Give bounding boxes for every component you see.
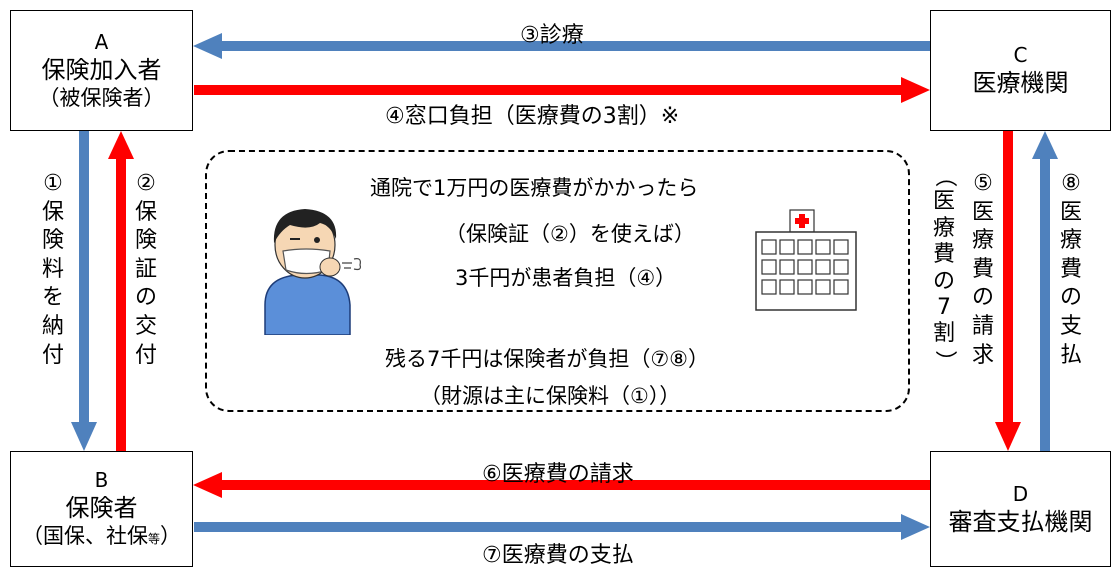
label-5b-char: 割 bbox=[932, 321, 955, 347]
node-b-letter: B bbox=[94, 468, 109, 493]
node-c-letter: C bbox=[1013, 43, 1028, 67]
label-5-char: の bbox=[971, 285, 994, 311]
label-1-char: を bbox=[41, 285, 64, 311]
node-b-sub-end: ） bbox=[160, 524, 181, 549]
arrow-6-claim bbox=[193, 472, 930, 498]
explanation-box bbox=[205, 150, 910, 412]
label-5-char: 求 bbox=[971, 342, 994, 368]
arrow-7-payment bbox=[194, 514, 930, 540]
label-4: ④窓口負担（医療費の3割）※ bbox=[385, 104, 680, 129]
label-8-char: 支 bbox=[1059, 313, 1082, 339]
label-7: ⑦医療費の支払 bbox=[482, 543, 634, 568]
explanation-line-2: （保険証（②）を使えば） bbox=[445, 222, 695, 246]
label-3: ③診療 bbox=[520, 23, 584, 48]
arrow-8-payment bbox=[1032, 131, 1058, 451]
label-2-char: 証 bbox=[134, 256, 157, 282]
node-a-letter: A bbox=[94, 29, 109, 54]
label-2-char: 険 bbox=[134, 228, 157, 254]
node-a-sub: （被保険者） bbox=[38, 85, 165, 110]
arrow-1-premium bbox=[71, 131, 97, 451]
label-8-char: ⑧ bbox=[1061, 171, 1081, 196]
label-1-char: 険 bbox=[41, 228, 64, 254]
label-5b-char: ） bbox=[932, 349, 958, 372]
arrow-4-copayment bbox=[194, 77, 930, 103]
node-b-sub-main: （国保、社保 bbox=[21, 524, 148, 549]
label-2: ② 保 険 証 の 交 付 bbox=[131, 170, 161, 370]
coughing-patient-icon bbox=[264, 209, 361, 335]
label-1-char: ① bbox=[43, 171, 63, 196]
label-6: ⑥医療費の請求 bbox=[482, 462, 634, 487]
label-5-paren: （ 医 療 費 の 7 割 ） bbox=[929, 163, 959, 374]
label-5-char: 医 bbox=[971, 199, 994, 225]
node-c-medical-institution: C 医療機関 bbox=[930, 10, 1111, 131]
label-2-char: ② bbox=[136, 171, 156, 196]
label-8-char: の bbox=[1059, 285, 1082, 311]
node-a-name: 保険加入者 bbox=[41, 55, 162, 84]
label-5: ⑤ 医 療 費 の 請 求 bbox=[968, 170, 998, 370]
node-d-name: 審査支払機関 bbox=[948, 507, 1093, 536]
label-8-char: 払 bbox=[1059, 342, 1082, 368]
label-1-char: 料 bbox=[41, 256, 64, 282]
label-5b-char: （ bbox=[932, 165, 958, 188]
label-5b-char: の bbox=[932, 268, 955, 294]
label-1: ① 保 険 料 を 納 付 bbox=[38, 170, 68, 370]
node-d-letter: D bbox=[1012, 481, 1029, 506]
explanation-line-1: 通院で1万円の医療費がかかったら bbox=[370, 176, 699, 200]
label-1-char: 納 bbox=[41, 313, 64, 339]
label-5b-char: 費 bbox=[932, 242, 955, 268]
label-5-char: 療 bbox=[971, 228, 994, 254]
node-b-name: 保険者 bbox=[65, 494, 138, 523]
explanation-line-3: 3千円が患者負担（④） bbox=[455, 266, 677, 290]
explanation-line-4: 残る7千円は保険者が負担（⑦⑧） bbox=[385, 347, 710, 371]
label-5-char: 費 bbox=[971, 256, 994, 282]
label-8-char: 療 bbox=[1059, 228, 1082, 254]
label-2-char: 交 bbox=[134, 313, 157, 339]
label-2-char: の bbox=[134, 285, 157, 311]
explanation-line-5: （財源は主に保険料（①）） bbox=[420, 384, 681, 408]
node-a-insured: A 保険加入者 （被保険者） bbox=[10, 10, 193, 131]
node-d-review-payment-org: D 審査支払機関 bbox=[930, 451, 1111, 567]
label-2-char: 保 bbox=[134, 199, 157, 225]
label-8-char: 医 bbox=[1059, 199, 1082, 225]
label-5b-char: 医 bbox=[932, 189, 955, 215]
node-c-name: 医療機関 bbox=[972, 69, 1069, 97]
arrow-5-claim bbox=[995, 131, 1021, 451]
label-2-char: 付 bbox=[134, 342, 157, 368]
node-b-sub: （国保、社保等） bbox=[22, 523, 181, 549]
node-b-sub-small: 等 bbox=[147, 532, 160, 547]
label-1-char: 付 bbox=[41, 342, 64, 368]
arrow-2-card-issue bbox=[108, 131, 134, 451]
node-b-insurer: B 保険者 （国保、社保等） bbox=[10, 451, 193, 567]
label-5-char: ⑤ bbox=[973, 171, 993, 196]
hospital-icon bbox=[755, 209, 857, 311]
label-8: ⑧ 医 療 費 の 支 払 bbox=[1056, 170, 1086, 370]
arrow-3-consultation bbox=[193, 33, 930, 59]
label-1-char: 保 bbox=[41, 199, 64, 225]
label-5b-char: 7 bbox=[937, 294, 951, 320]
label-8-char: 費 bbox=[1059, 256, 1082, 282]
label-5b-char: 療 bbox=[932, 215, 955, 241]
label-5-char: 請 bbox=[971, 313, 994, 339]
